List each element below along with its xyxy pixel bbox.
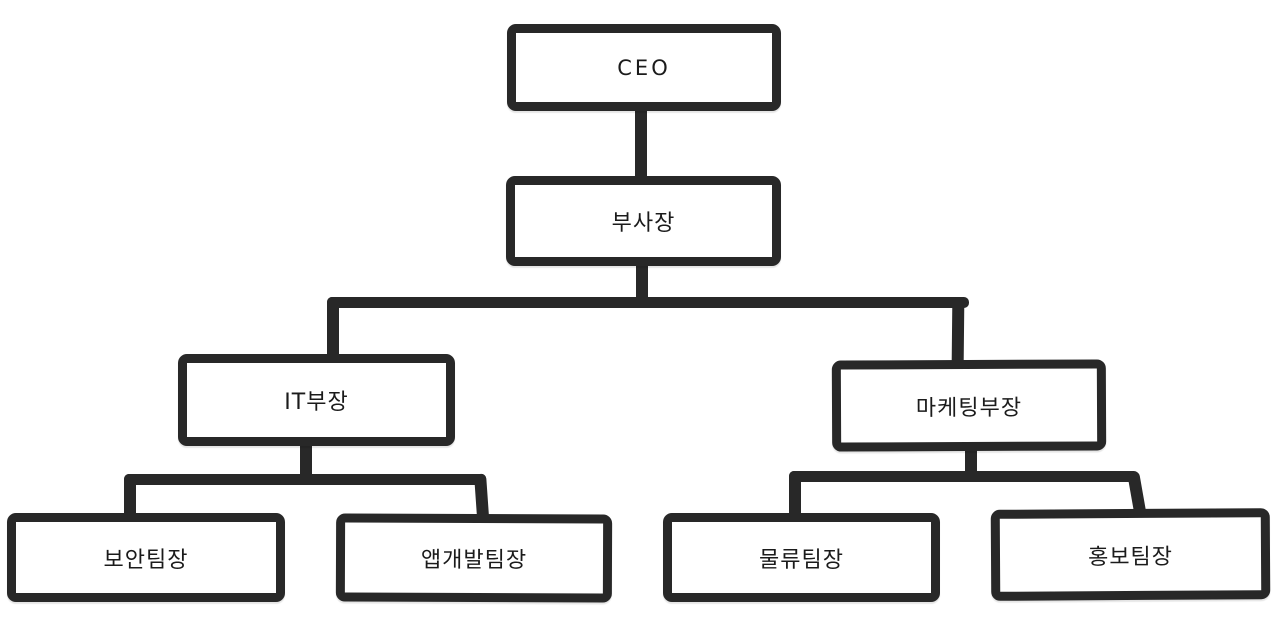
org-node-it-manager-label: IT부장 — [284, 390, 349, 415]
org-node-ceo: CEO — [507, 24, 781, 111]
org-node-vice-president-label: 부사장 — [611, 211, 676, 236]
org-node-pr-team-lead-label: 홍보팀장 — [1087, 544, 1174, 570]
connector-drop-logistics — [789, 471, 801, 519]
org-node-logistics-team-lead: 물류팀장 — [663, 513, 940, 602]
org-node-security-team-lead-label: 보안팀장 — [103, 547, 189, 573]
connector-vp-children-bar — [327, 297, 969, 308]
org-node-vice-president: 부사장 — [506, 176, 781, 266]
org-node-marketing-manager: 마케팅부장 — [831, 359, 1107, 452]
connector-vp-stem — [636, 260, 648, 306]
connector-it-stem — [300, 440, 312, 482]
connector-it-children-bar — [124, 474, 486, 485]
org-node-security-team-lead: 보안팀장 — [7, 513, 285, 602]
connector-drop-marketing — [951, 296, 965, 368]
org-node-marketing-manager-label: 마케팅부장 — [915, 395, 1023, 421]
connector-drop-it — [327, 297, 339, 360]
connector-mkt-children-bar — [789, 471, 1139, 482]
org-node-pr-team-lead: 홍보팀장 — [990, 508, 1271, 601]
connector-ceo-vp — [635, 106, 647, 182]
connector-marketing-stem — [965, 445, 977, 478]
org-node-it-manager: IT부장 — [178, 354, 455, 446]
org-node-appdev-team-lead: 앱개발팀장 — [335, 513, 613, 603]
connector-drop-security — [124, 474, 136, 520]
org-node-appdev-team-lead-label: 앱개발팀장 — [420, 547, 528, 574]
org-node-ceo-label: CEO — [617, 55, 671, 80]
org-node-logistics-team-lead-label: 물류팀장 — [759, 547, 844, 573]
